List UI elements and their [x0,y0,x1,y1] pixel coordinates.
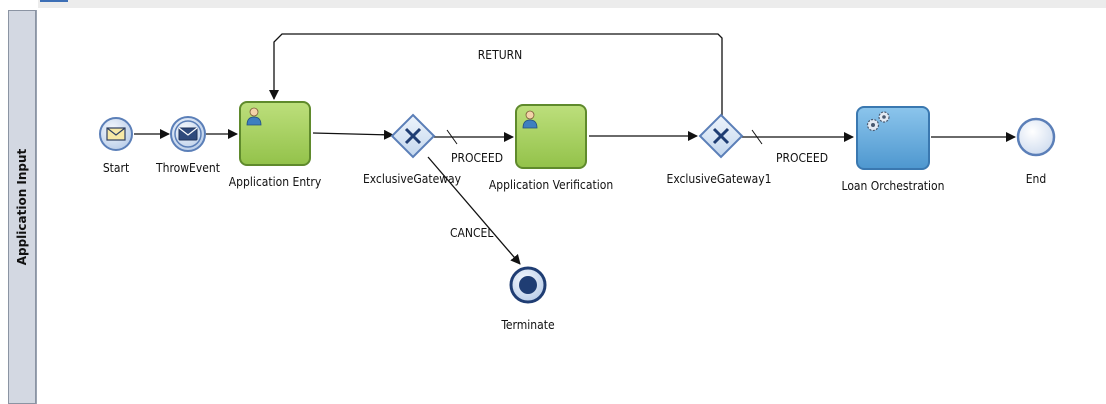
loan-orchestration-task[interactable] [856,106,930,170]
application-verification-task[interactable] [515,104,587,169]
exclusive-gateway[interactable] [390,113,436,159]
flow-gateway-to-terminate[interactable] [427,156,521,265]
gears-icon [866,111,890,132]
application-entry-label: Application Entry [229,175,322,189]
user-icon [246,107,262,126]
start-event-label: Start [103,161,129,175]
return-flow-label: RETURN [478,48,522,62]
flow-gateway1-to-orchestration[interactable] [740,129,854,145]
loan-orchestration-label: Loan Orchestration [842,179,945,193]
flow-entry-to-gateway[interactable] [312,129,394,140]
x-icon [712,127,730,145]
exclusive-gateway-label: ExclusiveGateway [363,172,462,186]
end-event[interactable] [1016,117,1056,157]
application-entry-task[interactable] [239,101,311,166]
default-flow-marker [751,129,763,145]
flow-gateway-to-verification[interactable] [434,129,514,145]
start-event[interactable] [99,117,133,151]
proceed-flow-label: PROCEED [451,151,503,165]
selection-mark [40,0,68,2]
flow-return-loop[interactable] [269,33,723,116]
swimlane-header[interactable]: Application Input [8,10,36,404]
exclusive-gateway-1[interactable] [698,113,744,159]
default-flow-marker [446,129,458,145]
end-event-label: End [1026,172,1047,186]
swimlane-divider [36,10,37,404]
envelope-icon [106,127,126,141]
exclusive-gateway-1-label: ExclusiveGateway1 [667,172,772,186]
throw-event[interactable] [170,116,206,152]
x-icon [404,127,422,145]
cancel-flow-label: CANCEL [450,226,493,240]
terminate-event-label: Terminate [500,318,555,332]
application-verification-label: Application Verification [489,178,613,192]
user-icon [522,110,538,129]
terminate-event[interactable] [509,266,547,304]
throw-event-label: ThrowEvent [155,161,220,175]
proceed-flow-label-2: PROCEED [776,151,828,165]
top-strip [38,0,1106,8]
envelope-filled-icon [178,127,198,141]
